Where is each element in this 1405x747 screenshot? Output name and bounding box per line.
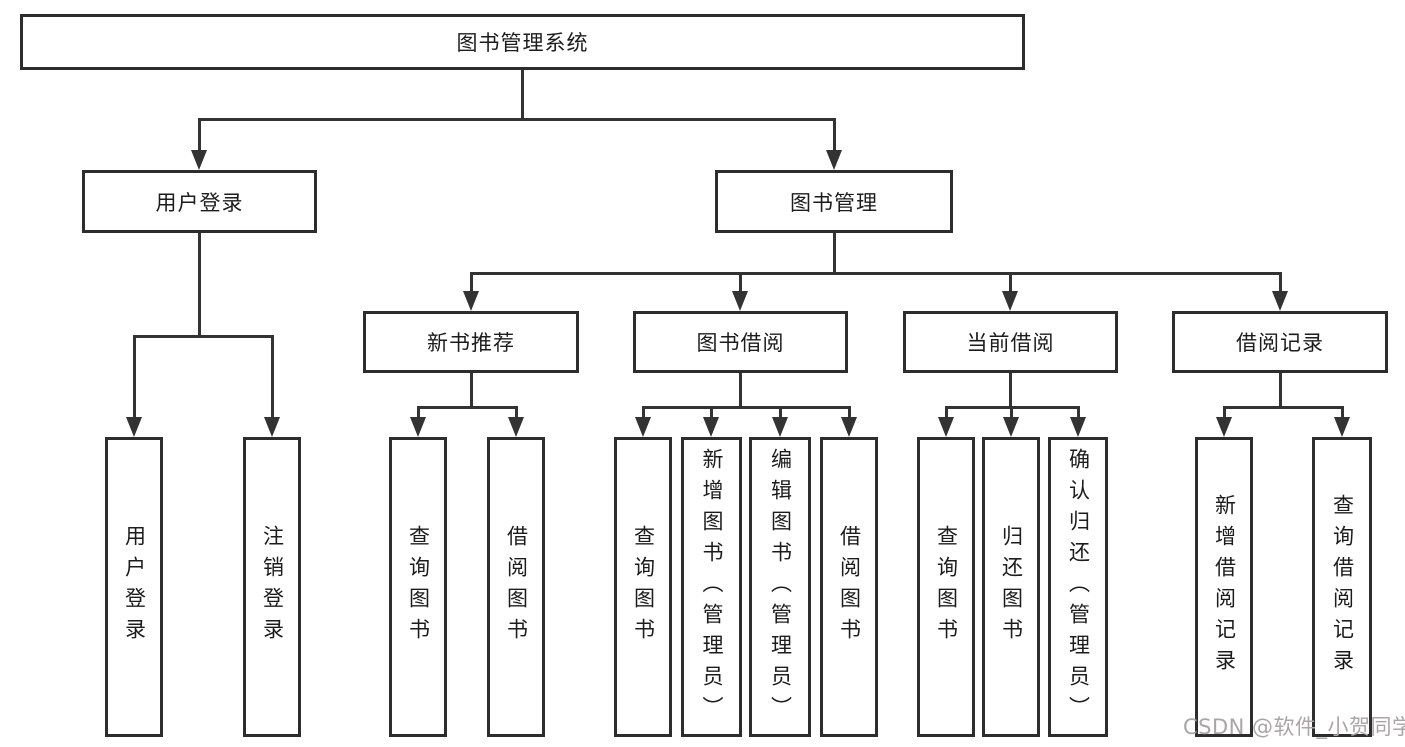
leaf-borrow-query-book: 查询图书 — [614, 437, 672, 737]
arrow-down-icon — [938, 417, 954, 437]
connector-line — [1223, 406, 1343, 409]
leaf-recommend-borrow-book: 借阅图书 — [487, 437, 545, 737]
connector-line — [833, 118, 836, 152]
connector-line — [739, 373, 742, 408]
arrow-down-icon — [1216, 417, 1232, 437]
arrow-down-icon — [191, 150, 207, 170]
node-borrow-record: 借阅记录 — [1172, 311, 1388, 373]
connector-line — [470, 272, 1281, 275]
arrow-down-icon — [264, 417, 280, 437]
connector-line — [1341, 406, 1344, 419]
connector-line — [642, 406, 645, 419]
leaf-borrow-edit-book-admin: 编辑图书（管理员） — [749, 437, 811, 737]
connector-line — [515, 406, 518, 419]
connector-line — [642, 406, 850, 409]
connector-line — [133, 335, 136, 419]
node-new-book-recommend: 新书推荐 — [363, 311, 579, 373]
leaf-record-query: 查询借阅记录 — [1312, 437, 1372, 737]
connector-line — [848, 406, 851, 419]
connector-line — [710, 406, 713, 419]
connector-line — [1009, 373, 1012, 408]
connector-line — [1009, 272, 1012, 293]
leaf-recommend-query-book: 查询图书 — [389, 437, 447, 737]
connector-line — [198, 118, 835, 121]
connector-line — [779, 406, 782, 419]
connector-line — [198, 233, 201, 337]
arrow-down-icon — [1334, 417, 1350, 437]
connector-line — [1077, 406, 1080, 419]
connector-line — [470, 373, 473, 408]
leaf-record-add: 新增借阅记录 — [1195, 437, 1253, 737]
arrow-down-icon — [1002, 291, 1018, 311]
leaf-user-login: 用户登录 — [105, 437, 163, 737]
connector-line — [739, 272, 742, 293]
connector-line — [198, 118, 201, 152]
node-current-borrow: 当前借阅 — [903, 311, 1118, 373]
arrow-down-icon — [1003, 417, 1019, 437]
leaf-borrow-borrow-book: 借阅图书 — [820, 437, 878, 737]
csdn-watermark: CSDN @软件_小贺同学 — [1183, 715, 1405, 739]
arrow-down-icon — [732, 291, 748, 311]
connector-line — [417, 406, 420, 419]
arrow-down-icon — [508, 417, 524, 437]
node-user-login: 用户登录 — [82, 170, 317, 233]
connector-line — [1279, 272, 1282, 293]
arrow-down-icon — [126, 417, 142, 437]
leaf-logout: 注销登录 — [243, 437, 301, 737]
arrow-down-icon — [410, 417, 426, 437]
arrow-down-icon — [841, 417, 857, 437]
connector-line — [945, 406, 948, 419]
arrow-down-icon — [635, 417, 651, 437]
node-book-management: 图书管理 — [715, 170, 953, 233]
connector-line — [470, 272, 473, 293]
node-book-borrow: 图书借阅 — [633, 311, 848, 373]
connector-line — [271, 335, 274, 419]
connector-line — [1279, 373, 1282, 408]
arrow-down-icon — [826, 150, 842, 170]
leaf-borrow-add-book-admin: 新增图书（管理员） — [681, 437, 742, 737]
node-library-system: 图书管理系统 — [20, 14, 1025, 70]
arrow-down-icon — [703, 417, 719, 437]
connector-line — [417, 406, 517, 409]
leaf-current-confirm-return-admin: 确认归还（管理员） — [1048, 437, 1108, 737]
arrow-down-icon — [1272, 291, 1288, 311]
connector-line — [133, 335, 274, 338]
arrow-down-icon — [463, 291, 479, 311]
connector-line — [521, 70, 524, 121]
connector-line — [1010, 406, 1013, 419]
arrow-down-icon — [1070, 417, 1086, 437]
arrow-down-icon — [772, 417, 788, 437]
leaf-current-return-book: 归还图书 — [982, 437, 1040, 737]
connector-line — [1223, 406, 1226, 419]
leaf-current-query-book: 查询图书 — [917, 437, 975, 737]
connector-line — [833, 233, 836, 274]
